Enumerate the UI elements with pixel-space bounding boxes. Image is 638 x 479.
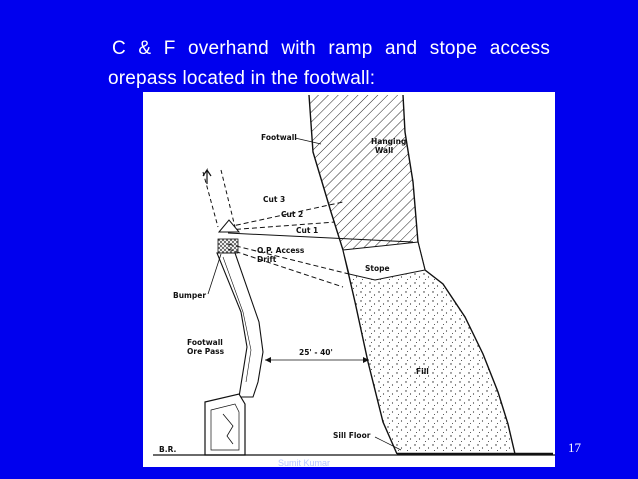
label-fill: Fill (416, 367, 429, 376)
hanging-wall-hatch (309, 95, 418, 250)
diagram-svg: Footwall Hanging Wall Cut 3 Cut 2 Cut 1 … (153, 94, 555, 456)
cut3-line (227, 201, 344, 228)
label-ore-pass-1: Footwall (187, 338, 223, 347)
access-triangle (217, 219, 241, 233)
bumper-block (217, 238, 239, 254)
label-distance: 25' - 40' (299, 348, 333, 357)
mining-method-diagram: Footwall Hanging Wall Cut 3 Cut 2 Cut 1 … (143, 92, 555, 467)
label-ore-pass-2: Ore Pass (187, 347, 225, 356)
label-bumper: Bumper (173, 291, 206, 300)
label-sill-floor: Sill Floor (333, 431, 371, 440)
label-op-access-1: O.P. Access (257, 246, 305, 255)
footwall-pointer (294, 137, 322, 145)
access-drift-line-2 (227, 248, 344, 288)
ore-pass (216, 252, 264, 398)
title-line-1: C & F overhand with ramp and stope acces… (112, 38, 551, 59)
label-hanging-wall-1: Hanging (371, 137, 406, 146)
cut2-line (227, 221, 336, 231)
access-drift-line (227, 243, 350, 275)
ore-pass-inner (222, 256, 252, 383)
label-op-access-2: Drift (257, 255, 277, 264)
label-cut2: Cut 2 (281, 210, 303, 219)
slide-title: C & F overhand with ramp and stope acces… (108, 34, 582, 94)
ore-bin-detail (222, 413, 234, 445)
label-cut3: Cut 3 (263, 195, 285, 204)
bumper-pointer (207, 253, 222, 295)
dimension-arrow-left-icon (265, 357, 271, 363)
sill-floor-pointer (374, 436, 402, 451)
ramp-arrow-icon (202, 168, 212, 184)
label-br: B.R. (159, 445, 176, 454)
watermark: Sumit Kumar (278, 458, 331, 468)
ore-bin-inner (210, 403, 240, 451)
dimension-arrow-right-icon (363, 357, 369, 363)
label-hanging-wall-2: Wall (375, 146, 393, 155)
label-cut1: Cut 1 (296, 226, 318, 235)
label-stope: Stope (365, 264, 390, 273)
fill-area (349, 270, 515, 454)
ramp-dashed (202, 169, 236, 228)
page-number: 17 (568, 440, 581, 455)
label-footwall: Footwall (261, 133, 297, 142)
title-line-2: orepass located in the footwall: (108, 68, 376, 89)
cut1-line (227, 232, 414, 243)
